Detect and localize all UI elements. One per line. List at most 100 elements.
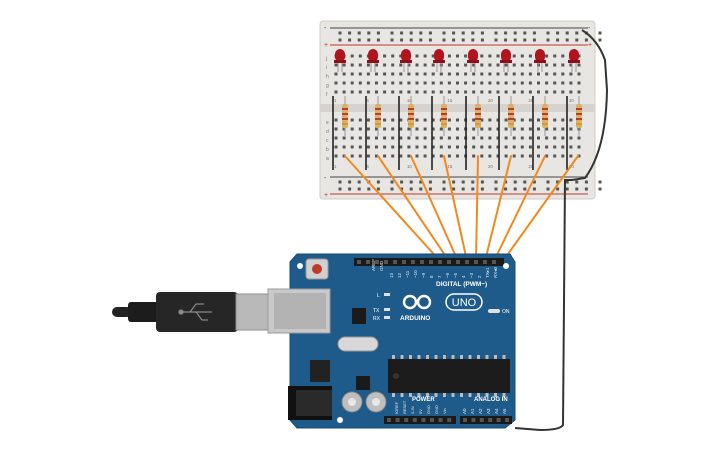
rail-hole[interactable] [376, 187, 380, 191]
rail-hole[interactable] [471, 31, 475, 35]
rail-hole[interactable] [348, 187, 352, 191]
rail-hole[interactable] [494, 187, 498, 191]
breadboard-hole[interactable] [488, 118, 492, 122]
breadboard-hole[interactable] [431, 90, 435, 94]
breadboard-hole[interactable] [350, 63, 354, 67]
breadboard-hole[interactable] [577, 63, 581, 67]
breadboard-hole[interactable] [358, 154, 362, 158]
rail-hole[interactable] [461, 38, 465, 42]
breadboard-hole[interactable] [480, 118, 484, 122]
breadboard-hole[interactable] [537, 136, 540, 140]
breadboard-hole[interactable] [464, 63, 468, 67]
breadboard-hole[interactable] [447, 72, 451, 76]
breadboard-hole[interactable] [528, 118, 532, 122]
breadboard-hole[interactable] [553, 136, 557, 140]
breadboard-hole[interactable] [399, 54, 403, 58]
breadboard-hole[interactable] [488, 54, 492, 58]
breadboard-hole[interactable] [342, 136, 346, 140]
header-hole[interactable] [430, 418, 434, 422]
breadboard-hole[interactable] [334, 136, 338, 140]
breadboard-hole[interactable] [528, 54, 532, 58]
breadboard-hole[interactable] [334, 63, 338, 67]
breadboard-hole[interactable] [456, 54, 459, 58]
rail-hole[interactable] [584, 187, 588, 191]
rail-hole[interactable] [461, 180, 465, 184]
breadboard-hole[interactable] [561, 136, 565, 140]
led[interactable] [401, 49, 411, 62]
rail-hole[interactable] [598, 180, 602, 184]
breadboard-hole[interactable] [415, 136, 419, 140]
breadboard-hole[interactable] [496, 90, 500, 94]
breadboard-hole[interactable] [545, 63, 549, 67]
rail-hole[interactable] [471, 187, 475, 191]
rail-hole[interactable] [546, 180, 550, 184]
rail-hole[interactable] [442, 38, 446, 42]
rail-hole[interactable] [598, 38, 602, 42]
signal-wire[interactable] [502, 155, 579, 262]
breadboard-hole[interactable] [577, 90, 581, 94]
breadboard-hole[interactable] [561, 81, 565, 85]
breadboard-hole[interactable] [488, 127, 492, 131]
led[interactable] [468, 49, 478, 62]
breadboard-hole[interactable] [407, 145, 411, 149]
breadboard-hole[interactable] [415, 127, 419, 131]
breadboard-hole[interactable] [375, 72, 378, 76]
header-hole[interactable] [505, 418, 509, 422]
rail-hole[interactable] [409, 187, 413, 191]
breadboard-hole[interactable] [537, 154, 540, 158]
rail-hole[interactable] [367, 38, 371, 42]
breadboard-hole[interactable] [447, 54, 451, 58]
rail-hole[interactable] [419, 180, 423, 184]
breadboard-hole[interactable] [431, 154, 435, 158]
rail-hole[interactable] [357, 187, 361, 191]
breadboard-hole[interactable] [496, 145, 500, 149]
header-hole[interactable] [366, 260, 370, 264]
breadboard-hole[interactable] [415, 90, 419, 94]
breadboard-hole[interactable] [350, 145, 354, 149]
breadboard-hole[interactable] [545, 81, 549, 85]
breadboard-hole[interactable] [520, 81, 524, 85]
breadboard-hole[interactable] [431, 127, 435, 131]
breadboard-hole[interactable] [504, 118, 508, 122]
breadboard-hole[interactable] [520, 54, 524, 58]
rail-hole[interactable] [494, 38, 498, 42]
signal-wire[interactable] [410, 155, 459, 262]
breadboard-hole[interactable] [447, 118, 451, 122]
rail-hole[interactable] [419, 31, 423, 35]
breadboard-hole[interactable] [512, 81, 516, 85]
led-group[interactable] [334, 49, 580, 72]
breadboard-hole[interactable] [520, 90, 524, 94]
breadboard-hole[interactable] [569, 136, 573, 140]
breadboard-hole[interactable] [561, 145, 565, 149]
breadboard-hole[interactable] [407, 154, 411, 158]
breadboard-hole[interactable] [375, 136, 378, 140]
breadboard-hole[interactable] [512, 63, 516, 67]
breadboard-hole[interactable] [472, 154, 476, 158]
rail-hole[interactable] [546, 31, 550, 35]
breadboard-hole[interactable] [366, 118, 370, 122]
breadboard-hole[interactable] [423, 54, 427, 58]
breadboard-hole[interactable] [528, 72, 532, 76]
breadboard-hole[interactable] [528, 90, 532, 94]
breadboard-hole[interactable] [334, 145, 338, 149]
breadboard-hole[interactable] [496, 72, 500, 76]
rail-hole[interactable] [504, 31, 508, 35]
breadboard-hole[interactable] [407, 90, 411, 94]
header-hole[interactable] [404, 418, 409, 422]
breadboard-hole[interactable] [415, 81, 419, 85]
header-hole[interactable] [402, 260, 406, 264]
rail-hole[interactable] [504, 38, 508, 42]
breadboard-hole[interactable] [423, 63, 427, 67]
breadboard-hole[interactable] [569, 154, 573, 158]
breadboard-hole[interactable] [553, 145, 557, 149]
breadboard-hole[interactable] [399, 127, 403, 131]
breadboard-hole[interactable] [342, 81, 346, 85]
breadboard-hole[interactable] [358, 136, 362, 140]
rail-hole[interactable] [513, 38, 517, 42]
breadboard-hole[interactable] [423, 154, 427, 158]
rail-hole[interactable] [419, 187, 423, 191]
breadboard-hole[interactable] [545, 72, 549, 76]
header-hole[interactable] [375, 260, 379, 264]
breadboard-hole[interactable] [423, 118, 427, 122]
rail-hole[interactable] [523, 31, 527, 35]
